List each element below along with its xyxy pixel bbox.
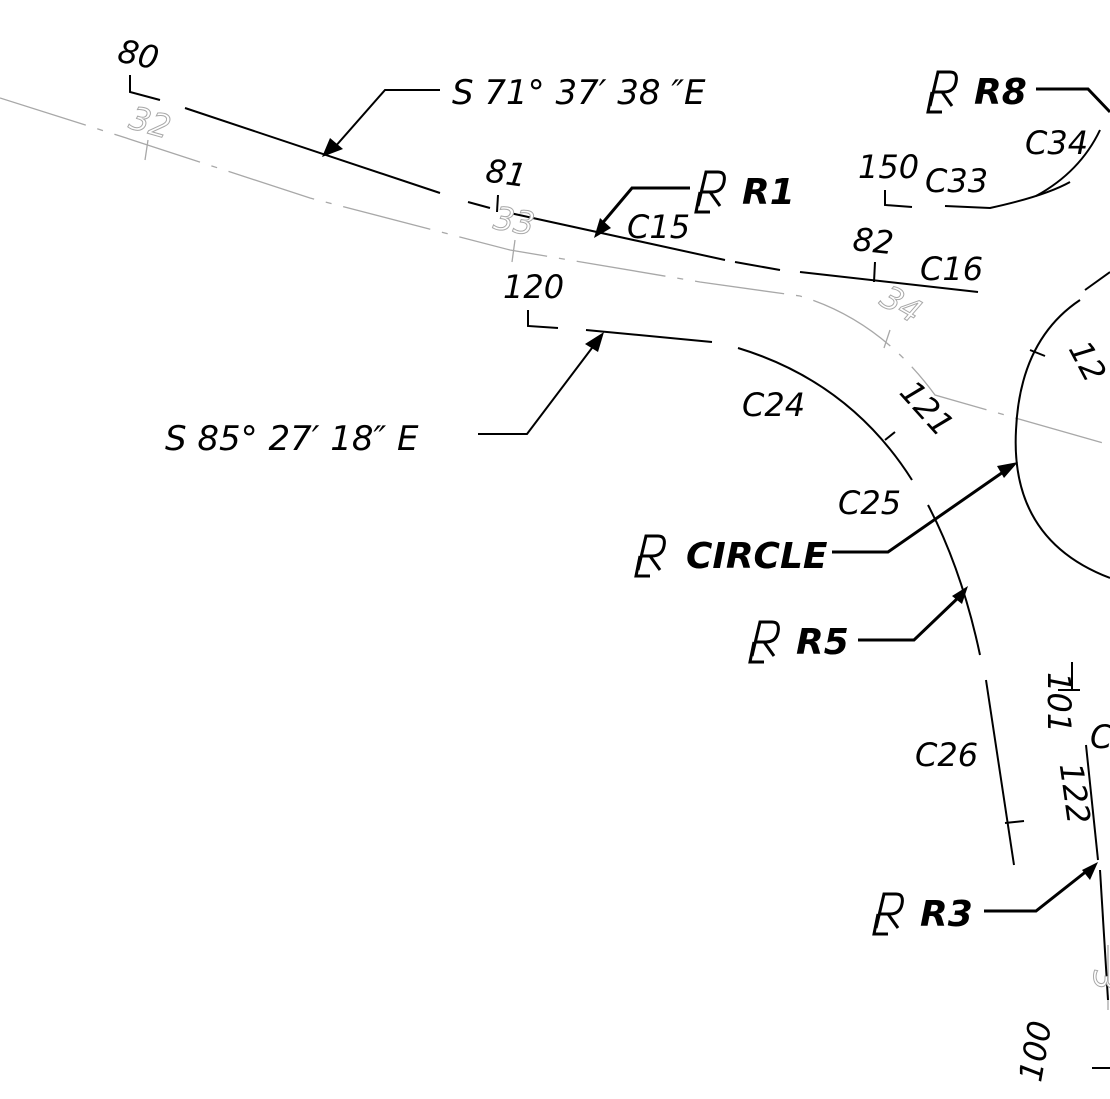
r5-label: R5 [796, 622, 849, 663]
callout-r8: R8 [926, 70, 1110, 114]
bearing-south-text: S 85° 27′ 18″ E [165, 419, 419, 459]
curve-c25: C25 [838, 484, 901, 522]
station-150: 150 [858, 148, 919, 186]
curve-c15: C15 [627, 208, 690, 246]
north-edge-line [129, 75, 979, 293]
station-80: 80 [115, 32, 163, 78]
callout-r1: R1 [594, 170, 795, 238]
curve-c34: C34 [1025, 124, 1088, 162]
station-101: 101 [1040, 672, 1078, 733]
gray-station-3: 3 [1086, 970, 1110, 990]
station-121: 121 [892, 373, 961, 444]
curve-labels: C15 C16 C24 C25 C26 C33 C34 C [627, 124, 1110, 774]
curve-c26: C26 [915, 736, 978, 774]
circle-label: CIRCLE [686, 536, 828, 577]
station-12: 12 [1061, 334, 1110, 388]
curve-c-edge: C [1090, 718, 1110, 756]
gray-station-32: 32 [125, 99, 175, 147]
station-82: 82 [851, 220, 895, 262]
bearing-callout-north: S 71° 37′ 38 ″E [322, 73, 706, 157]
cul-de-sac-arc [884, 129, 1110, 1069]
callout-r5: R5 [748, 586, 968, 664]
station-81: 81 [483, 152, 529, 195]
gray-centerline [0, 97, 1110, 1010]
r8-label: R8 [974, 72, 1027, 113]
gray-station-labels: 32 33 34 3 [125, 98, 1110, 991]
gray-station-33: 33 [491, 199, 538, 243]
bearing-north-text: S 71° 37′ 38 ″E [452, 73, 706, 113]
station-labels: 80 81 82 150 120 121 101 122 100 12 [115, 32, 1110, 1085]
bearing-callout-south: S 85° 27′ 18″ E [165, 332, 604, 459]
station-122: 122 [1052, 761, 1098, 827]
station-100: 100 [1011, 1018, 1059, 1085]
callout-r3: R3 [872, 862, 1098, 936]
curve-c16: C16 [920, 250, 983, 288]
r3-label: R3 [920, 894, 973, 935]
callout-circle: CIRCLE [634, 462, 1018, 578]
station-120: 120 [503, 268, 564, 306]
curve-c33: C33 [925, 162, 988, 200]
curve-c24: C24 [742, 386, 805, 424]
r1-label: R1 [742, 172, 795, 213]
